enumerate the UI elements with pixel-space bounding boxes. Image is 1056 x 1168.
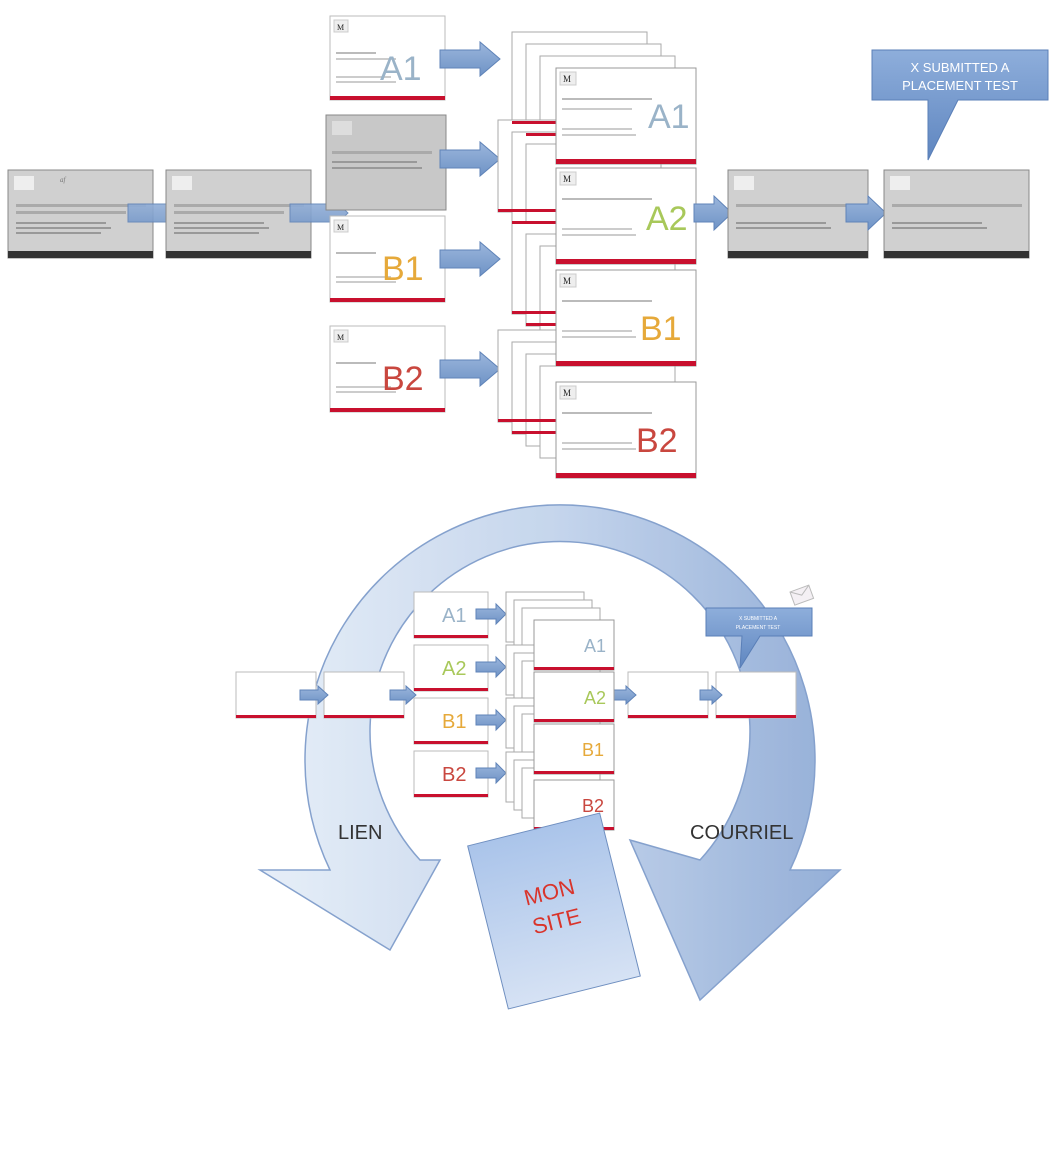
submitted-callout-small: X SUBMITTED A PLACEMENT TEST (705, 607, 813, 669)
level-code: A2 (442, 658, 466, 680)
level-code: B2 (636, 422, 678, 460)
stack-front-a2: M A2 (555, 167, 697, 265)
svg-text:M: M (563, 74, 571, 84)
grey-page-4 (883, 169, 1030, 259)
submitted-callout: X SUBMITTED A PLACEMENT TEST (871, 49, 1049, 161)
flow-arrow (475, 708, 507, 732)
flow-arrow (475, 761, 507, 785)
svg-text:M: M (337, 23, 344, 32)
level-code: B2 (442, 764, 466, 786)
flow-arrow (299, 684, 329, 706)
flow-arrow (439, 240, 501, 278)
flow-arrow (699, 684, 723, 706)
courriel-label: COURRIEL (690, 822, 793, 844)
bottom-stack-a2: A2 (533, 671, 615, 723)
level-code: B1 (640, 310, 682, 348)
flow-arrow (389, 684, 417, 706)
level-code: A1 (648, 98, 690, 136)
svg-text:M: M (563, 174, 571, 184)
level-page-b1: M B1 (329, 215, 446, 303)
grey-page-2 (165, 169, 312, 259)
level-code: A2 (646, 200, 688, 238)
level-code: A1 (442, 605, 466, 627)
svg-text:M: M (563, 388, 571, 398)
bottom-stack-a1: A1 (533, 619, 615, 671)
bottom-stack-b1: B1 (533, 723, 615, 775)
level-code: B1 (442, 711, 466, 733)
svg-text:af: af (60, 176, 67, 184)
level-code: A1 (380, 50, 422, 88)
flow-page (627, 671, 709, 719)
flow-arrow (475, 602, 507, 626)
svg-text:M: M (337, 333, 344, 342)
flow-arrow (475, 655, 507, 679)
stack-front-b2: M B2 (555, 381, 697, 479)
callout-line-2: PLACEMENT TEST (736, 625, 781, 631)
flow-arrow (693, 194, 733, 232)
flow-arrow (613, 684, 637, 706)
flow-page (715, 671, 797, 719)
bottom-flow: A1 A2 B1 B2 (235, 504, 842, 1010)
level-code: B2 (582, 796, 604, 816)
lien-label: LIEN (338, 822, 382, 844)
flow-arrow (845, 194, 887, 232)
level-code: B1 (382, 250, 424, 288)
stack-front-b1: M B1 (555, 269, 697, 367)
cycle-arrow (257, 504, 842, 1002)
stack-front-a1: M A1 (555, 67, 697, 165)
svg-text:M: M (337, 223, 344, 232)
level-code: A1 (584, 636, 606, 656)
envelope-icon (789, 584, 815, 606)
callout-line-2: PLACEMENT TEST (902, 78, 1018, 93)
svg-text:M: M (563, 276, 571, 286)
level-code: A2 (584, 688, 606, 708)
callout-line-1: X SUBMITTED A (739, 616, 778, 622)
callout-line-1: X SUBMITTED A (911, 60, 1010, 75)
bottom-level-b2: B2 (413, 750, 489, 798)
level-page-a1: M A1 (329, 15, 446, 101)
mon-site-page: MON SITE (467, 812, 641, 1010)
flow-arrow (439, 40, 501, 78)
level-page-b2: M B2 (329, 325, 446, 413)
level-code: B1 (582, 740, 604, 760)
level-code: B2 (382, 360, 424, 398)
grey-page-center (325, 114, 447, 211)
flow-arrow (439, 140, 501, 178)
flow-arrow (439, 350, 501, 388)
top-flow: af M (7, 15, 1049, 479)
